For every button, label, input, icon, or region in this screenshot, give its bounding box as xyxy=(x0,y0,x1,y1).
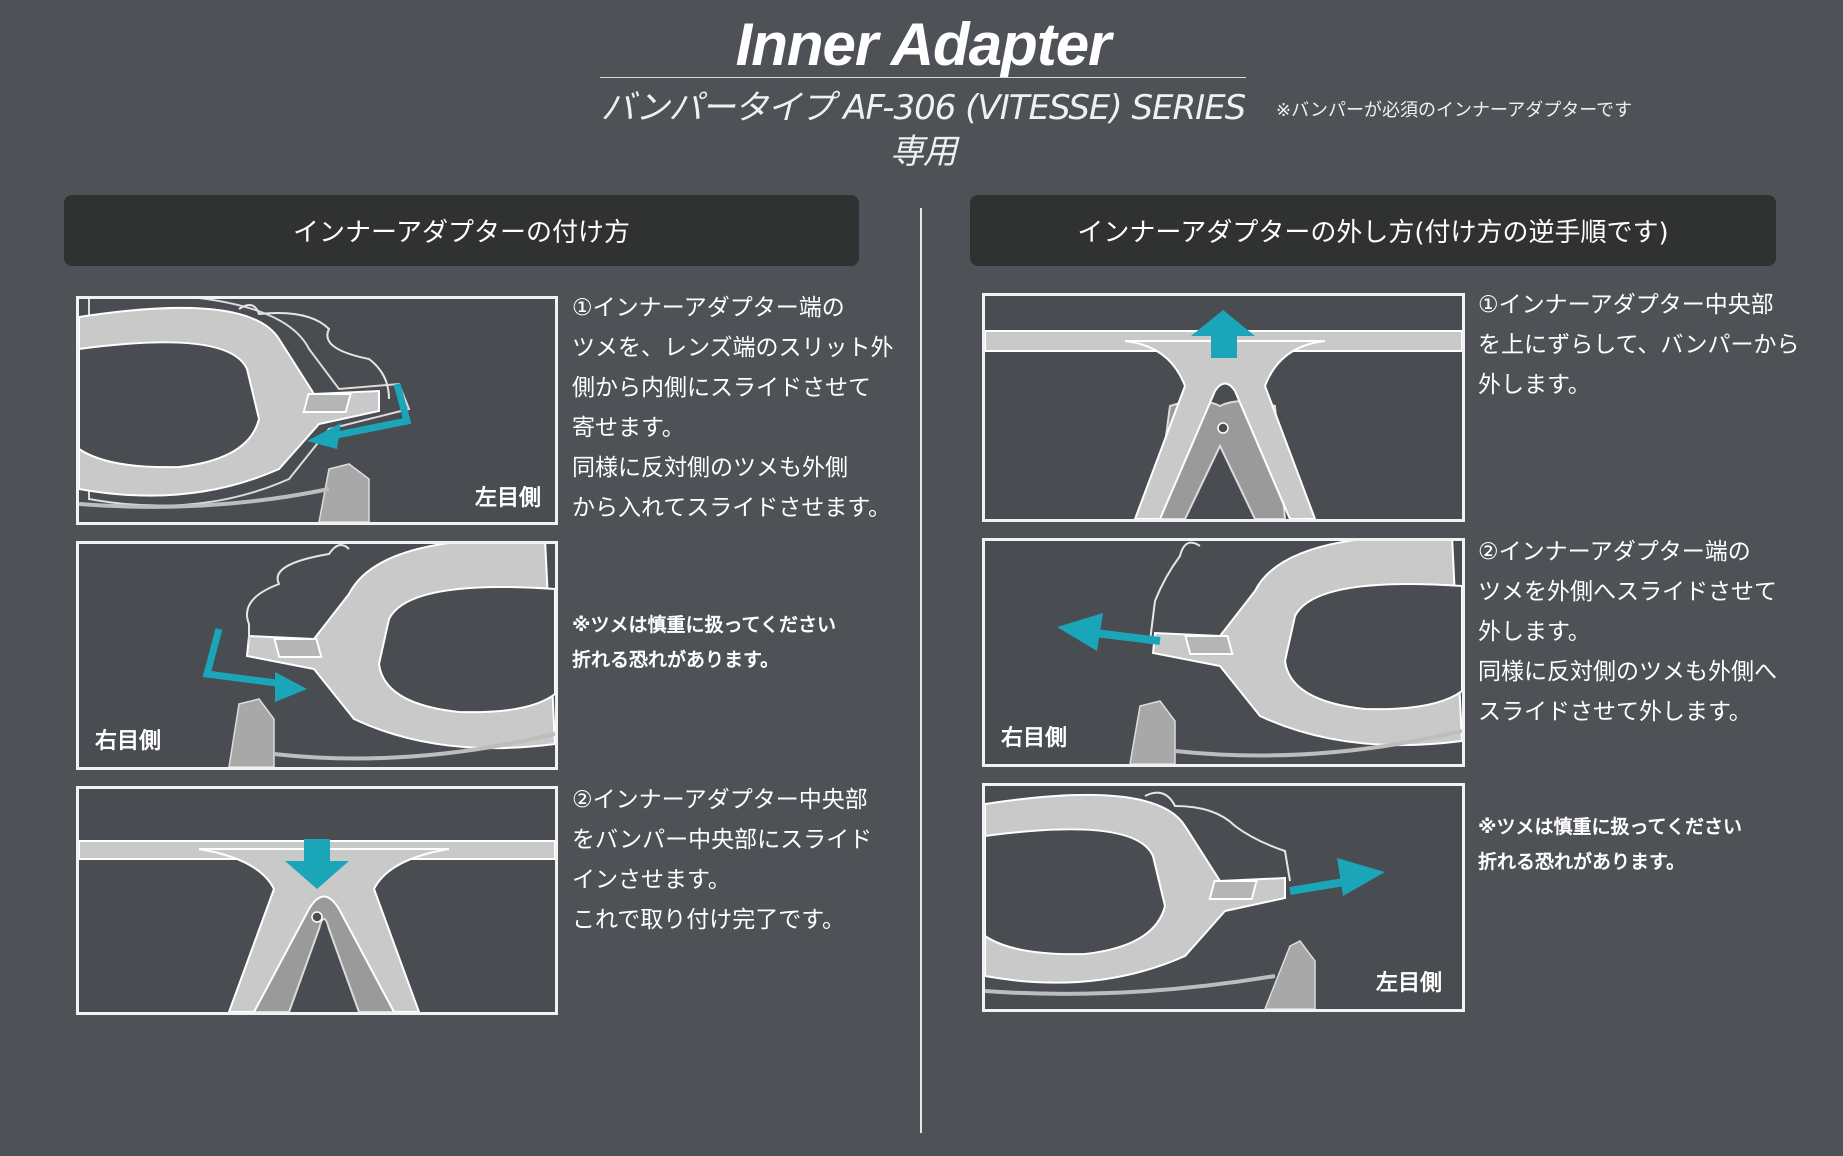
panel-label: 右目側 xyxy=(1001,726,1068,751)
attach-step-1-text: ①インナーアダプター端の ツメを、レンズ端のスリット外 側から内側にスライドさせ… xyxy=(572,295,894,521)
remove-panel-right-eye: 右目側 xyxy=(982,538,1465,767)
attach-panel-right-eye: 右目側 xyxy=(76,541,558,770)
attach-section-header: インナーアダプターの付け方 xyxy=(64,195,859,266)
panel-label: 左目側 xyxy=(474,486,541,511)
page-title: Inner Adapter xyxy=(735,11,1112,78)
left-eye-slide-in-illustration xyxy=(79,299,412,522)
panel-label: 左目側 xyxy=(1375,971,1442,996)
remove-step-2-text: ②インナーアダプター端の ツメを外側へスライドさせて 外します。 同様に反対側の… xyxy=(1478,539,1777,725)
attach-panel-center xyxy=(76,786,558,1015)
header-note: ※バンパーが必須のインナーアダプターです xyxy=(1276,100,1633,121)
remove-section-header: インナーアダプターの外し方(付け方の逆手順です) xyxy=(970,195,1776,266)
panel-label: 右目側 xyxy=(95,729,162,754)
column-divider xyxy=(920,208,922,1133)
left-eye-slide-out-illustration xyxy=(985,791,1385,1009)
page-subtitle: バンパータイプ AF-306 (VITESSE) SERIES専用 xyxy=(600,88,1247,172)
remove-panel-left-eye: 左目側 xyxy=(982,783,1465,1012)
remove-warning-text: ※ツメは慎重に扱ってください 折れる恐れがあります。 xyxy=(1478,816,1742,873)
right-eye-slide-in-illustration xyxy=(202,544,555,767)
remove-panel-center xyxy=(982,293,1465,522)
remove-step-1-text: ①インナーアダプター中央部 を上にずらして、バンパーから 外します。 xyxy=(1478,292,1800,398)
attach-panel-left-eye: 左目側 xyxy=(76,296,558,525)
center-push-up-illustration xyxy=(985,310,1462,519)
center-push-down-illustration xyxy=(79,839,555,1012)
attach-step-2-text: ②インナーアダプター中央部 をバンパー中央部にスライド インさせます。 これで取… xyxy=(572,787,873,933)
attach-warning-text: ※ツメは慎重に扱ってください 折れる恐れがあります。 xyxy=(572,614,836,671)
title-underline xyxy=(600,77,1246,78)
right-eye-slide-out-illustration xyxy=(1057,541,1462,764)
